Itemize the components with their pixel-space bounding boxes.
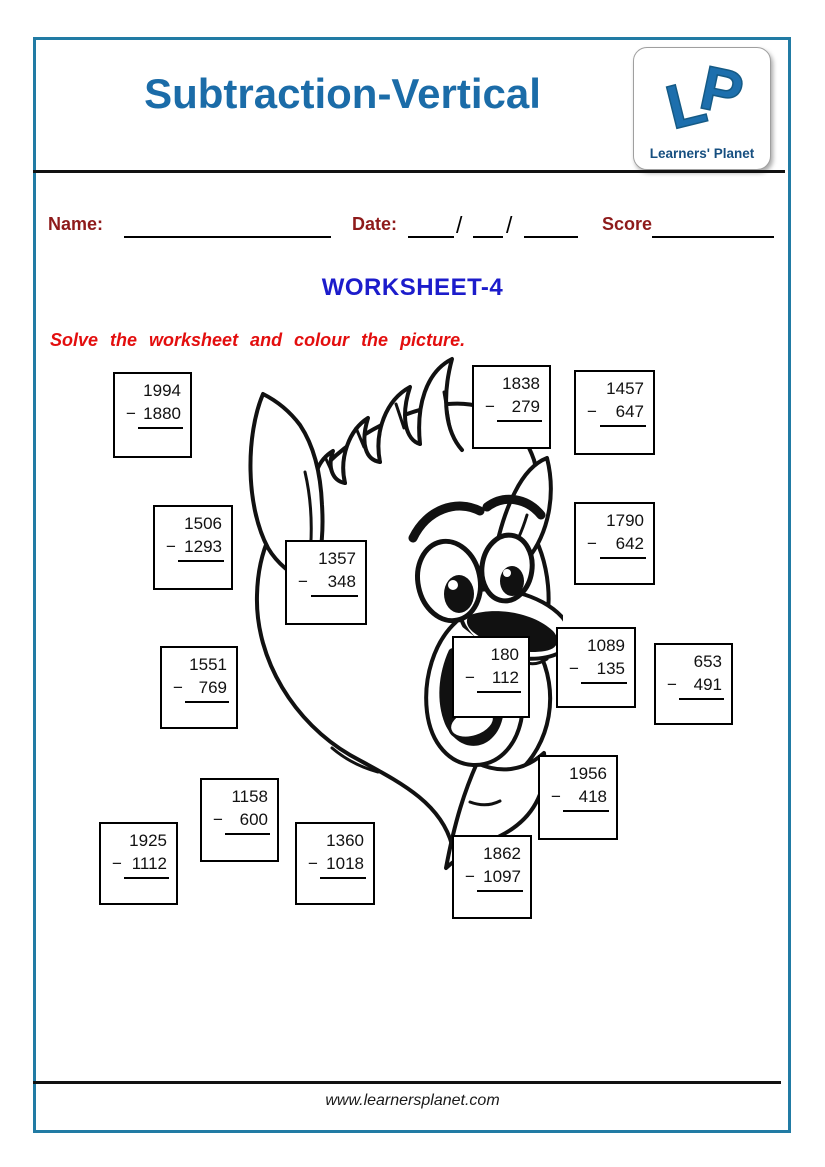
subtrahend: 1097 (483, 867, 521, 886)
date-slash: / (456, 212, 463, 238)
subtrahend: 279 (511, 397, 540, 416)
date-label: Date: (352, 214, 398, 234)
minuend: 1506 (184, 514, 222, 533)
date-blank-year (524, 214, 578, 238)
footer-divider (33, 1081, 781, 1084)
problem-box: 653 − 491 (654, 643, 733, 725)
minuend: 1357 (318, 549, 356, 568)
problem-box: 1862 − 1097 (452, 835, 532, 919)
minuend: 1089 (587, 636, 625, 655)
problem-box: 1994 − 1880 (113, 372, 192, 458)
problem-box: 180 − 112 (452, 636, 530, 718)
subtrahend: 135 (596, 659, 625, 678)
minus-icon: − (587, 402, 597, 421)
minus-icon: − (112, 854, 122, 873)
problem-box: 1551 − 769 (160, 646, 238, 729)
minus-icon: − (173, 678, 183, 697)
page-border-frame (33, 37, 791, 1133)
problem-box: 1457 − 647 (574, 370, 655, 455)
minuend: 653 (693, 652, 722, 671)
answer-line (184, 701, 229, 703)
answer-line (320, 877, 366, 879)
learners-planet-logo: L P Learners' Planet (633, 47, 771, 170)
answer-line (497, 420, 542, 422)
minus-icon: − (587, 534, 597, 553)
problem-box: 1956 − 418 (538, 755, 618, 840)
answer-line (679, 698, 724, 700)
instruction-text: Solve the worksheet and colour the pictu… (50, 330, 466, 350)
header-divider (33, 170, 785, 173)
subtrahend: 1018 (326, 854, 364, 873)
minuend: 1158 (231, 787, 268, 806)
subtrahend: 1293 (184, 537, 222, 556)
problem-box: 1506 − 1293 (153, 505, 233, 590)
subtrahend: 1880 (143, 404, 181, 423)
answer-line (599, 557, 646, 559)
minus-icon: − (569, 659, 579, 678)
worksheet-heading: WORKSHEET-4 (321, 274, 504, 301)
name-date-score-row: Name: Date: / / Score (0, 212, 825, 244)
minus-icon: − (298, 572, 308, 591)
minus-icon: − (166, 537, 176, 556)
answer-line (599, 425, 646, 427)
minus-icon: − (213, 810, 223, 829)
date-slash: / (506, 212, 513, 238)
logo-letter-p: P (694, 53, 749, 129)
subtrahend: 1112 (131, 854, 167, 873)
minus-icon: − (551, 787, 561, 806)
score-blank-line (652, 214, 774, 238)
minus-icon: − (667, 675, 677, 694)
minuend: 1360 (326, 831, 364, 850)
problem-box: 1357 − 348 (285, 540, 367, 625)
problem-box: 1838 − 279 (472, 365, 551, 449)
name-label: Name: (48, 214, 104, 234)
subtrahend: 491 (693, 675, 722, 694)
answer-line (476, 691, 521, 693)
name-blank-line (124, 214, 331, 238)
minuend: 1862 (483, 844, 521, 863)
problem-box: 1089 − 135 (556, 627, 636, 708)
lp-monogram-icon: L P (659, 53, 750, 138)
minuend: 1457 (606, 379, 644, 398)
minus-icon: − (308, 854, 318, 873)
subtrahend: 348 (327, 572, 356, 591)
minuend: 1551 (189, 655, 227, 674)
problem-box: 1360 − 1018 (295, 822, 375, 905)
footer-url: www.learnersplanet.com (325, 1092, 500, 1109)
subtrahend: 647 (615, 402, 644, 421)
minuend: 1790 (606, 511, 644, 530)
problem-box: 1158 − 600 (200, 778, 279, 862)
answer-line (563, 810, 609, 812)
minuend: 1925 (129, 831, 167, 850)
minus-icon: − (485, 397, 495, 416)
answer-line (225, 833, 270, 835)
subtrahend: 112 (491, 668, 519, 687)
subtrahend: 418 (578, 787, 607, 806)
minus-icon: − (126, 404, 136, 423)
minus-icon: − (465, 668, 475, 687)
answer-line (138, 427, 183, 429)
subtrahend: 642 (615, 534, 644, 553)
answer-line (477, 890, 523, 892)
answer-line (311, 595, 358, 597)
answer-line (581, 682, 627, 684)
logo-brand-text: Learners' Planet (649, 146, 755, 161)
minuend: 1994 (143, 381, 181, 400)
subtrahend: 600 (239, 810, 268, 829)
minuend: 1838 (502, 374, 540, 393)
answer-line (178, 560, 224, 562)
date-blank-day (408, 214, 454, 238)
minuend: 1956 (569, 764, 607, 783)
page-title: Subtraction-Vertical (144, 70, 541, 117)
subtrahend: 769 (198, 678, 227, 697)
answer-line (124, 877, 169, 879)
score-label: Score (602, 214, 653, 234)
minus-icon: − (465, 867, 475, 886)
date-blank-month (473, 214, 503, 238)
minuend: 180 (490, 645, 519, 664)
problem-box: 1790 − 642 (574, 502, 655, 585)
problem-box: 1925 − 1112 (99, 822, 178, 905)
